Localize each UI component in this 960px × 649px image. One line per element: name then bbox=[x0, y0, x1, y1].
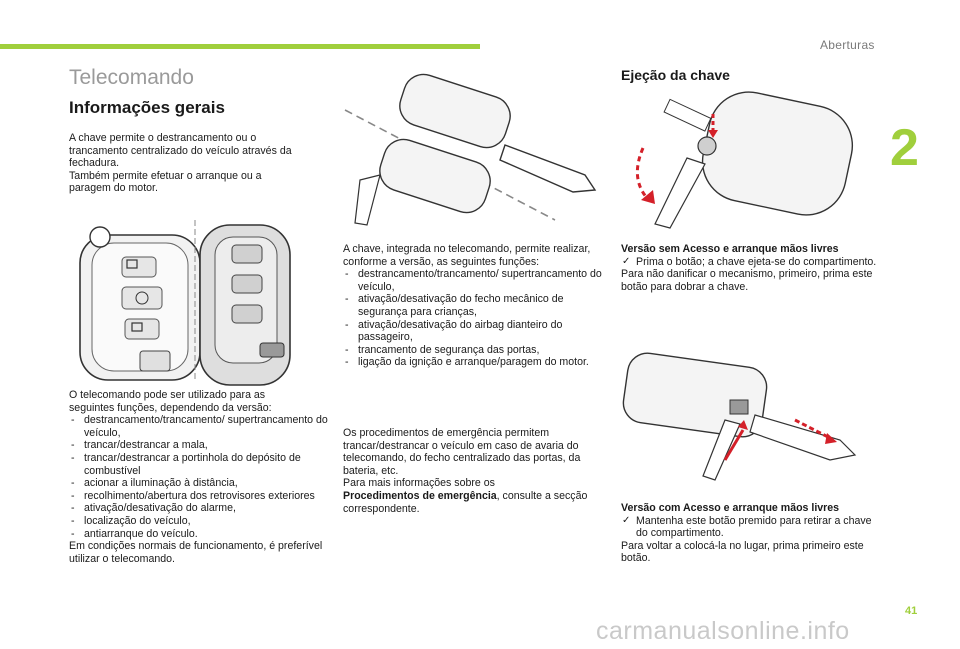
no-access-steps: Prima o botão; a chave ejeta-se do compa… bbox=[621, 256, 886, 269]
key-ejection-no-access-illustration bbox=[635, 91, 854, 229]
remote-key-open-icon bbox=[354, 73, 511, 226]
key-functions-intro: A chave, integrada no telecomando, permi… bbox=[343, 243, 591, 268]
functions-intro-line: O telecomando pode ser utilizado para as bbox=[69, 389, 266, 401]
emergency-section: Os procedimentos de emergência permitem … bbox=[343, 427, 608, 515]
list-item: localização do veículo, bbox=[69, 515, 339, 528]
page-title: Telecomando bbox=[69, 66, 194, 89]
more-info-suffix: , consulte a secção correspondente. bbox=[343, 489, 588, 515]
list-item: trancar/destrancar a mala, bbox=[69, 439, 339, 452]
key-ejection-heading: Ejeção da chave bbox=[621, 67, 730, 83]
list-item: antiarranque do veículo. bbox=[69, 528, 339, 541]
list-item: trancamento de segurança das portas, bbox=[343, 344, 608, 357]
emergency-text: Os procedimentos de emergência permitem … bbox=[343, 427, 581, 477]
access-heading: Versão com Acesso e arranque mãos livres bbox=[621, 502, 840, 514]
functions-section: O telecomando pode ser utilizado para as… bbox=[69, 389, 339, 565]
page-number: 41 bbox=[905, 605, 918, 617]
intro-line: Também permite efetuar o arranque ou a bbox=[69, 169, 262, 182]
remote-key-illustration bbox=[79, 220, 291, 386]
more-info-link: Procedimentos de emergência bbox=[343, 489, 497, 502]
key-functions-list: destrancamento/trancamento/ supertrancam… bbox=[343, 268, 608, 369]
list-item: acionar a iluminação à distância, bbox=[69, 477, 339, 490]
chapter-number: 2 bbox=[890, 119, 919, 177]
intro-line: paragem do motor. bbox=[69, 182, 158, 195]
list-item: Prima o botão; a chave ejeta-se do compa… bbox=[621, 256, 886, 269]
key-functions-section: A chave, integrada no telecomando, permi… bbox=[343, 243, 608, 369]
remote-key-front-icon bbox=[79, 226, 201, 381]
section-accent-bar bbox=[0, 44, 480, 49]
access-steps: Mantenha este botão premido para retirar… bbox=[621, 515, 886, 540]
no-access-heading: Versão sem Acesso e arranque mãos livres bbox=[621, 243, 839, 255]
functions-outro: Em condições normais de funcionamento, é… bbox=[69, 540, 323, 565]
key-blade-illustration bbox=[344, 73, 597, 226]
more-info-prefix: Para mais informações sobre os bbox=[343, 477, 495, 490]
list-item: trancar/destrancar a portinhola do depós… bbox=[69, 452, 339, 477]
list-item: recolhimento/abertura dos retrovisores e… bbox=[69, 490, 339, 503]
remote-key-side-icon bbox=[199, 224, 291, 386]
list-item: ativação/desativação do alarme, bbox=[69, 502, 339, 515]
access-note: Para voltar a colocá-la no lugar, prima … bbox=[621, 539, 864, 565]
intro-paragraph: A chave permite o destrancamento ou o tr… bbox=[69, 132, 339, 195]
no-access-note: Para não danificar o mecanismo, primeiro… bbox=[621, 268, 873, 293]
list-item: Mantenha este botão premido para retirar… bbox=[621, 515, 886, 540]
key-ejection-access-illustration bbox=[622, 352, 857, 481]
list-item: ativação/desativação do fecho mecânico d… bbox=[343, 293, 608, 318]
watermark: carmanualsonline.info bbox=[596, 617, 850, 645]
list-item: destrancamento/trancamento/ supertrancam… bbox=[69, 414, 339, 439]
intro-line: A chave permite o destrancamento ou o bbox=[69, 132, 257, 144]
no-access-section: Versão sem Acesso e arranque mãos livres… bbox=[621, 243, 886, 293]
access-section: Versão com Acesso e arranque mãos livres… bbox=[621, 502, 886, 565]
section-heading-general: Informações gerais bbox=[69, 98, 225, 117]
intro-line: fechadura. bbox=[69, 157, 120, 170]
functions-intro-line: seguintes funções, dependendo da versão: bbox=[69, 401, 272, 414]
list-item: destrancamento/trancamento/ supertrancam… bbox=[343, 268, 608, 293]
functions-list: destrancamento/trancamento/ supertrancam… bbox=[69, 414, 339, 540]
section-title: Aberturas bbox=[820, 38, 875, 52]
list-item: ligação da ignição e arranque/paragem do… bbox=[343, 356, 608, 369]
intro-line: trancamento centralizado do veículo atra… bbox=[69, 144, 292, 157]
list-item: ativação/desativação do airbag dianteiro… bbox=[343, 319, 608, 344]
key-blade-icon bbox=[499, 144, 597, 193]
